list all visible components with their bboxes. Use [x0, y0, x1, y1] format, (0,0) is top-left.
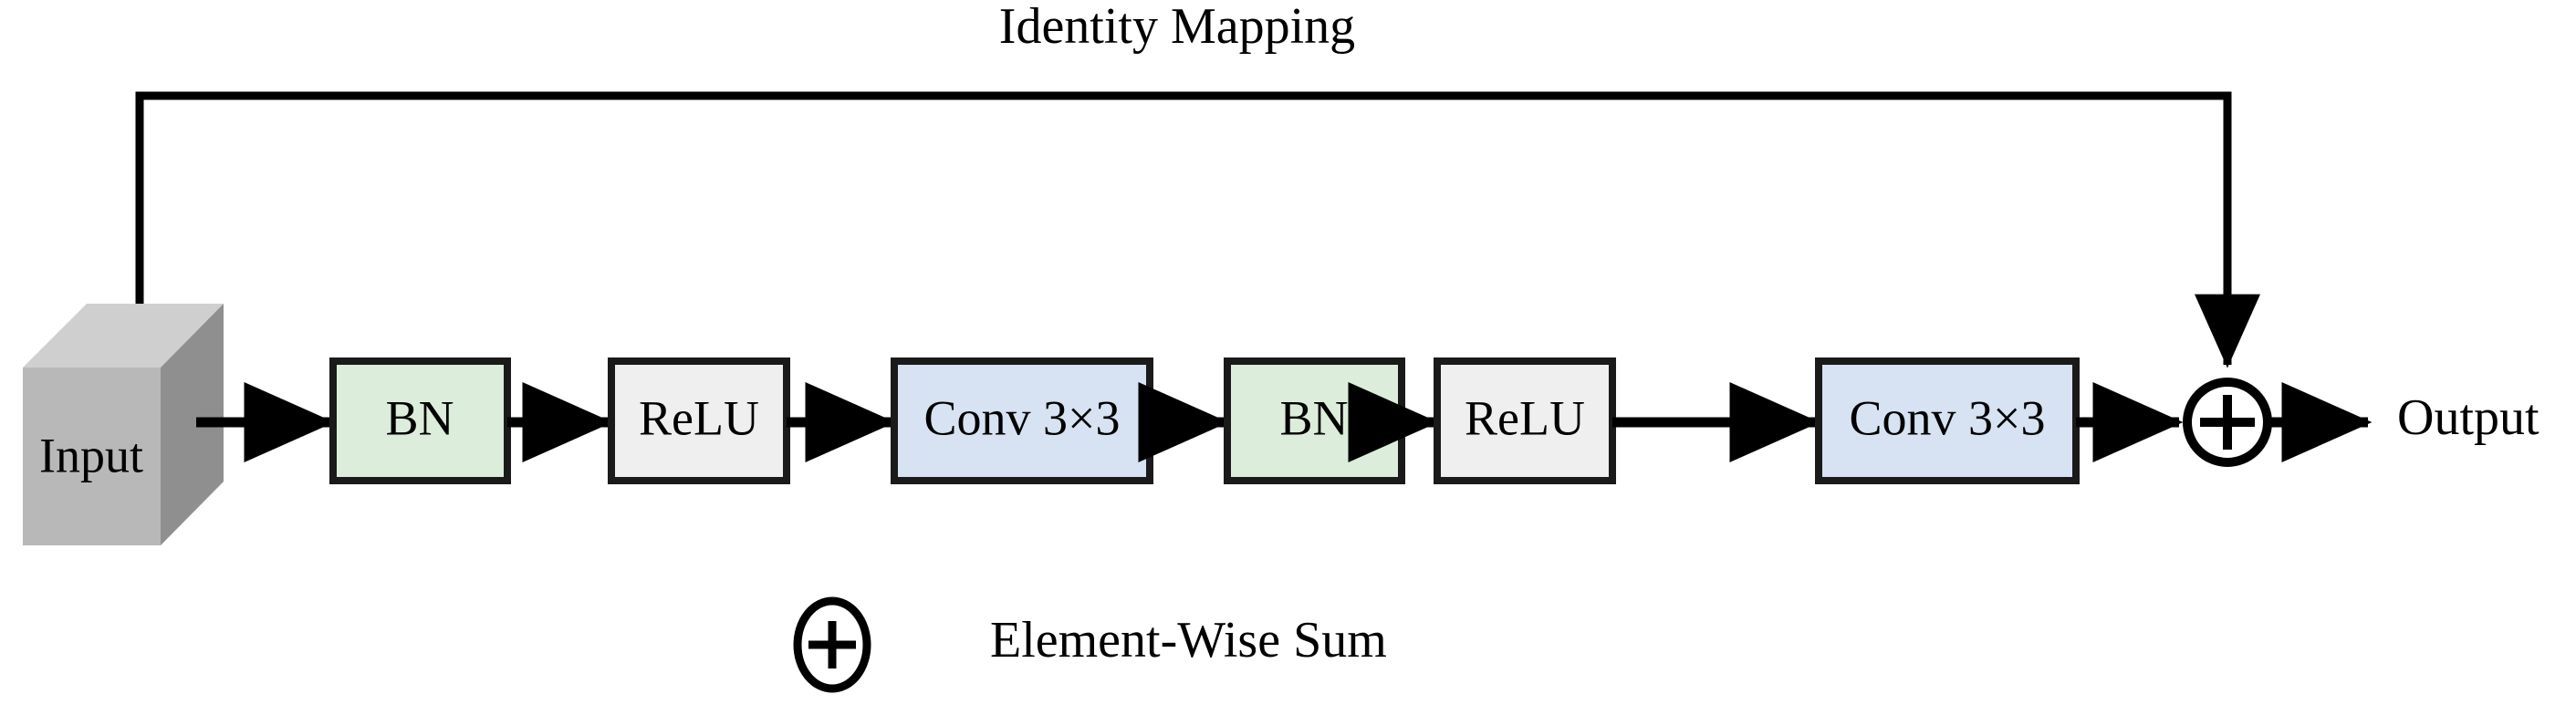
block-conv-1-label: Conv 3×3: [924, 390, 1121, 445]
input-cube-right-face: [161, 304, 224, 545]
legend: Element-Wise Sum: [793, 596, 1387, 693]
input-cube-top-face: [23, 304, 224, 368]
block-relu-2-rect[interactable]: [1434, 358, 1616, 484]
block-conv-2-rect[interactable]: [1815, 358, 2080, 484]
block-relu-2[interactable]: ReLU: [1434, 358, 1616, 484]
block-relu-1-label: ReLU: [639, 390, 759, 445]
block-bn-1-label: BN: [385, 390, 454, 445]
output-label: Output: [2397, 389, 2539, 446]
block-conv-1[interactable]: Conv 3×3: [891, 358, 1153, 484]
block-bn-2-label: BN: [1279, 390, 1348, 445]
block-relu-1-rect[interactable]: [608, 358, 790, 484]
block-bn-1-rect[interactable]: [329, 358, 511, 484]
block-bn-2[interactable]: BN: [1224, 358, 1405, 484]
block-conv-2[interactable]: Conv 3×3: [1815, 358, 2080, 484]
input-cube-front-face: [23, 368, 161, 545]
block-bn-1[interactable]: BN: [329, 358, 511, 484]
element-wise-sum-node[interactable]: [2183, 378, 2272, 467]
legend-label: Element-Wise Sum: [990, 612, 1387, 668]
identity-mapping-arrow: [135, 91, 2260, 368]
block-conv-2-label: Conv 3×3: [1850, 390, 2046, 445]
input-cube-label: Input: [39, 428, 143, 482]
block-relu-2-label: ReLU: [1465, 390, 1585, 445]
input-cube: Input: [23, 304, 224, 545]
identity-mapping-title: Identity Mapping: [999, 0, 1355, 55]
skip-connection-path: [135, 91, 2260, 368]
block-relu-1[interactable]: ReLU: [608, 358, 790, 484]
